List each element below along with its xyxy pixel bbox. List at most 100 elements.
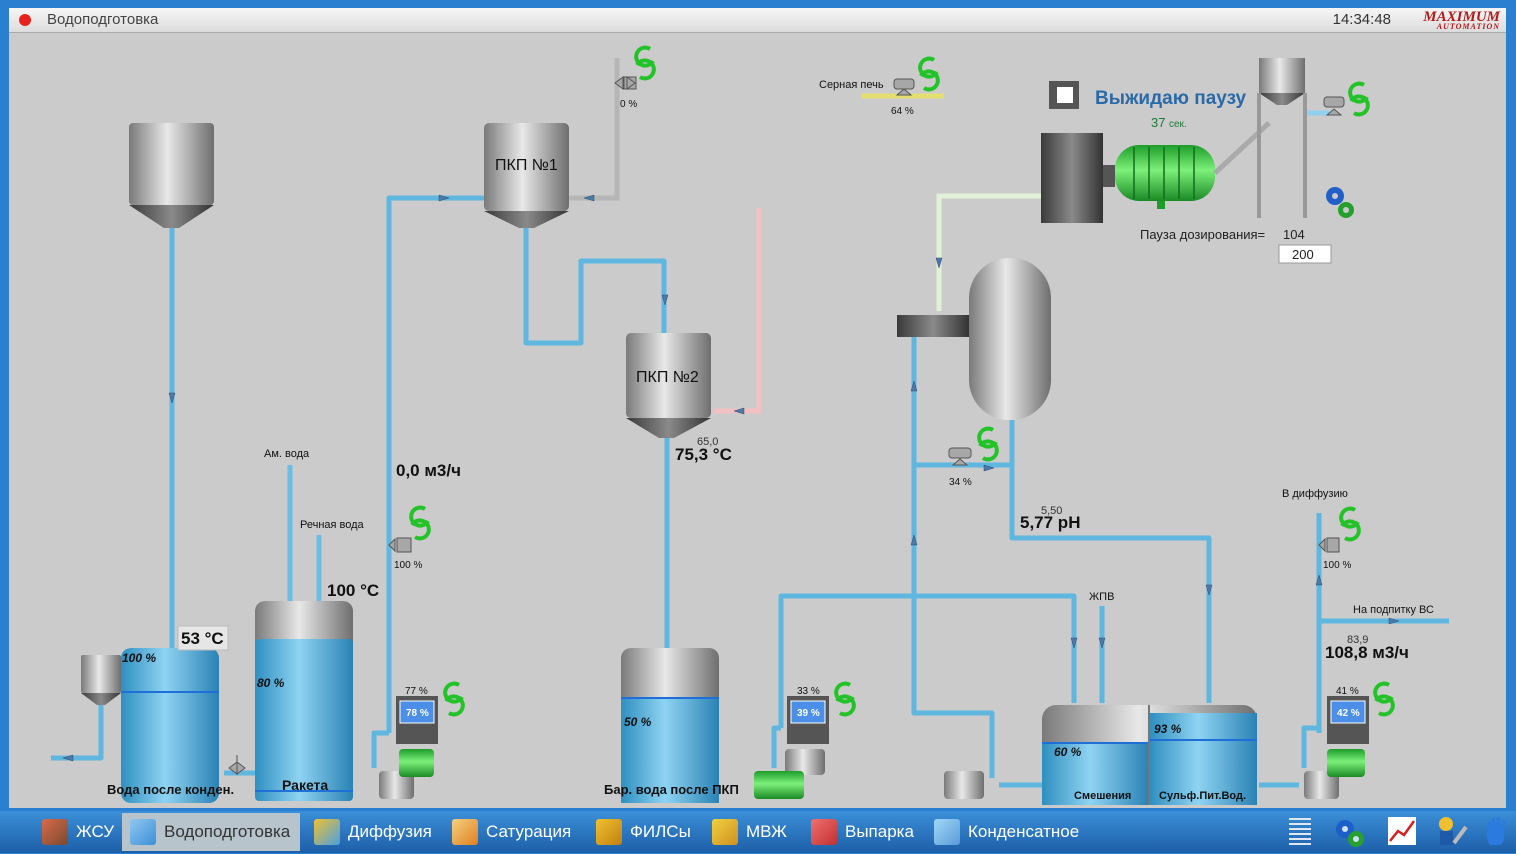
valve-top-value: 0 % [620, 99, 637, 110]
baro-level: 50 % [624, 715, 652, 729]
diffusion-icon [314, 819, 340, 845]
close-dot-icon[interactable] [19, 14, 31, 26]
baro-tank [621, 648, 719, 803]
clock: 14:34:48 [1332, 11, 1391, 28]
to-feed-label: На подпитку ВС [1353, 604, 1434, 616]
valve-sulfur-value: 64 % [891, 106, 914, 117]
mix-sulf-tank [1042, 705, 1257, 805]
trend-chart-icon[interactable] [1386, 815, 1420, 849]
flow-arrows [62, 194, 1400, 762]
valve-diff [1318, 537, 1340, 553]
temp-pkp2-reading: 75,3 °C [675, 445, 732, 464]
pump3-setpoint: 41 % [1336, 686, 1359, 697]
pump-2[interactable] [754, 696, 829, 799]
flow1-reading: 0,0 м3/ч [396, 461, 461, 480]
tab-evaporation[interactable]: Выпарка [803, 813, 918, 851]
valves[interactable] [228, 76, 1345, 775]
raketa-level: 80 % [257, 676, 285, 690]
refresh-icon [1339, 506, 1361, 542]
sulfur-gas-pipe [936, 193, 1044, 311]
menu-icon[interactable] [1287, 815, 1321, 849]
sulfur-furnace-label: Серная печь [819, 79, 884, 91]
tab-filters[interactable]: ФИЛСы [588, 813, 698, 851]
condensate-level: 100 % [122, 651, 156, 665]
pump2-actual: 39 % [797, 708, 820, 719]
tab-condensate[interactable]: Конденсатное [926, 813, 1091, 851]
tab-water-treatment[interactable]: Водоподготовка [122, 813, 300, 851]
mix-level: 60 % [1054, 745, 1082, 759]
pkp2-tank [626, 333, 711, 438]
vent-pipe [569, 58, 620, 201]
hot-water-pipe [714, 208, 762, 414]
pause-status: Выжидаю паузу [1095, 88, 1247, 109]
ph-setpoint: 5,50 [1041, 505, 1062, 517]
hand-icon[interactable] [1482, 815, 1516, 849]
pump-3[interactable] [1304, 696, 1369, 799]
sulfitation-column [897, 258, 1051, 420]
refresh-icon [918, 56, 940, 92]
pkp1-tank [484, 123, 569, 228]
flow2-reading: 108,8 м3/ч [1325, 643, 1409, 662]
refresh-icon [409, 505, 431, 541]
baro-name: Бар. вода после ПКП [604, 782, 739, 797]
wrench-icon[interactable] [1434, 815, 1468, 849]
raketa-name: Ракета [282, 777, 328, 793]
pump3-actual: 42 % [1337, 708, 1360, 719]
valve-top [614, 76, 637, 90]
tab-saturation[interactable]: Сатурация [444, 813, 579, 851]
refresh-icon [1373, 681, 1395, 717]
dosing-setpoint: 200 [1292, 247, 1314, 262]
condensate-icon [934, 819, 960, 845]
filters-icon [596, 819, 622, 845]
tab-mvzh[interactable]: МВЖ [704, 813, 794, 851]
evaporation-icon [811, 819, 837, 845]
am-water-label: Ам. вода [264, 448, 310, 460]
pkp1-label: ПКП №1 [495, 157, 558, 174]
condensate-name: Вода после конден. [107, 782, 234, 797]
pump1-setpoint: 77 % [405, 686, 428, 697]
sulfur-furnace [1041, 58, 1329, 223]
temp-box-condensate [177, 625, 229, 651]
valve-manual [228, 755, 246, 775]
dosing-label: Пауза дозирования= [1140, 227, 1265, 242]
saturation-icon [452, 819, 478, 845]
pipes [51, 195, 1449, 788]
dosing-value: 104 [1283, 227, 1305, 242]
raketa-tank [255, 601, 353, 801]
pump-1[interactable] [379, 696, 438, 799]
refresh-icon [443, 681, 465, 717]
tab-zhsu[interactable]: ЖСУ [34, 813, 120, 851]
scada-canvas: ПКП №1 ПКП №2 100 % Вода после конден. 5… [9, 33, 1506, 808]
refresh-icon [834, 681, 856, 717]
pump-4[interactable] [944, 771, 984, 799]
refresh-icon [634, 45, 656, 81]
window-title: Водоподготовка [47, 11, 159, 28]
mvzh-icon [712, 819, 738, 845]
settings-gear-icon[interactable] [1333, 815, 1367, 849]
sulf-level: 93 % [1154, 722, 1182, 736]
valve-river-value: 100 % [394, 560, 422, 571]
taskbar: ЖСУ Водоподготовка Диффузия Сатурация ФИ… [0, 811, 1516, 853]
river-water-label: Речная вода [300, 519, 365, 531]
ph-reading: 5,77 рН [1020, 513, 1080, 532]
zhsu-icon [42, 819, 68, 845]
to-diffusion-label: В диффузию [1282, 488, 1348, 500]
dosing-setpoint-input[interactable] [1278, 244, 1332, 264]
valve-mid-value: 34 % [949, 477, 972, 488]
mix-name: Смешения [1074, 790, 1131, 802]
refresh-icons[interactable] [409, 45, 1395, 717]
pkp2-label: ПКП №2 [636, 369, 699, 386]
sulf-name: Сульф.Пит.Вод. [1159, 790, 1246, 802]
gear-icon[interactable] [1326, 187, 1354, 218]
valve-diff-value: 100 % [1323, 560, 1351, 571]
tab-diffusion[interactable]: Диффузия [306, 813, 436, 851]
pause-seconds: 37 [1151, 115, 1165, 130]
hopper-top-left [129, 123, 214, 228]
condensate-tank [121, 648, 219, 803]
refresh-icon [977, 426, 999, 462]
refresh-icon [1348, 81, 1370, 117]
pause-unit: сек. [1169, 119, 1187, 130]
zhpv-label: ЖПВ [1089, 591, 1114, 603]
hopper-small [81, 655, 121, 705]
